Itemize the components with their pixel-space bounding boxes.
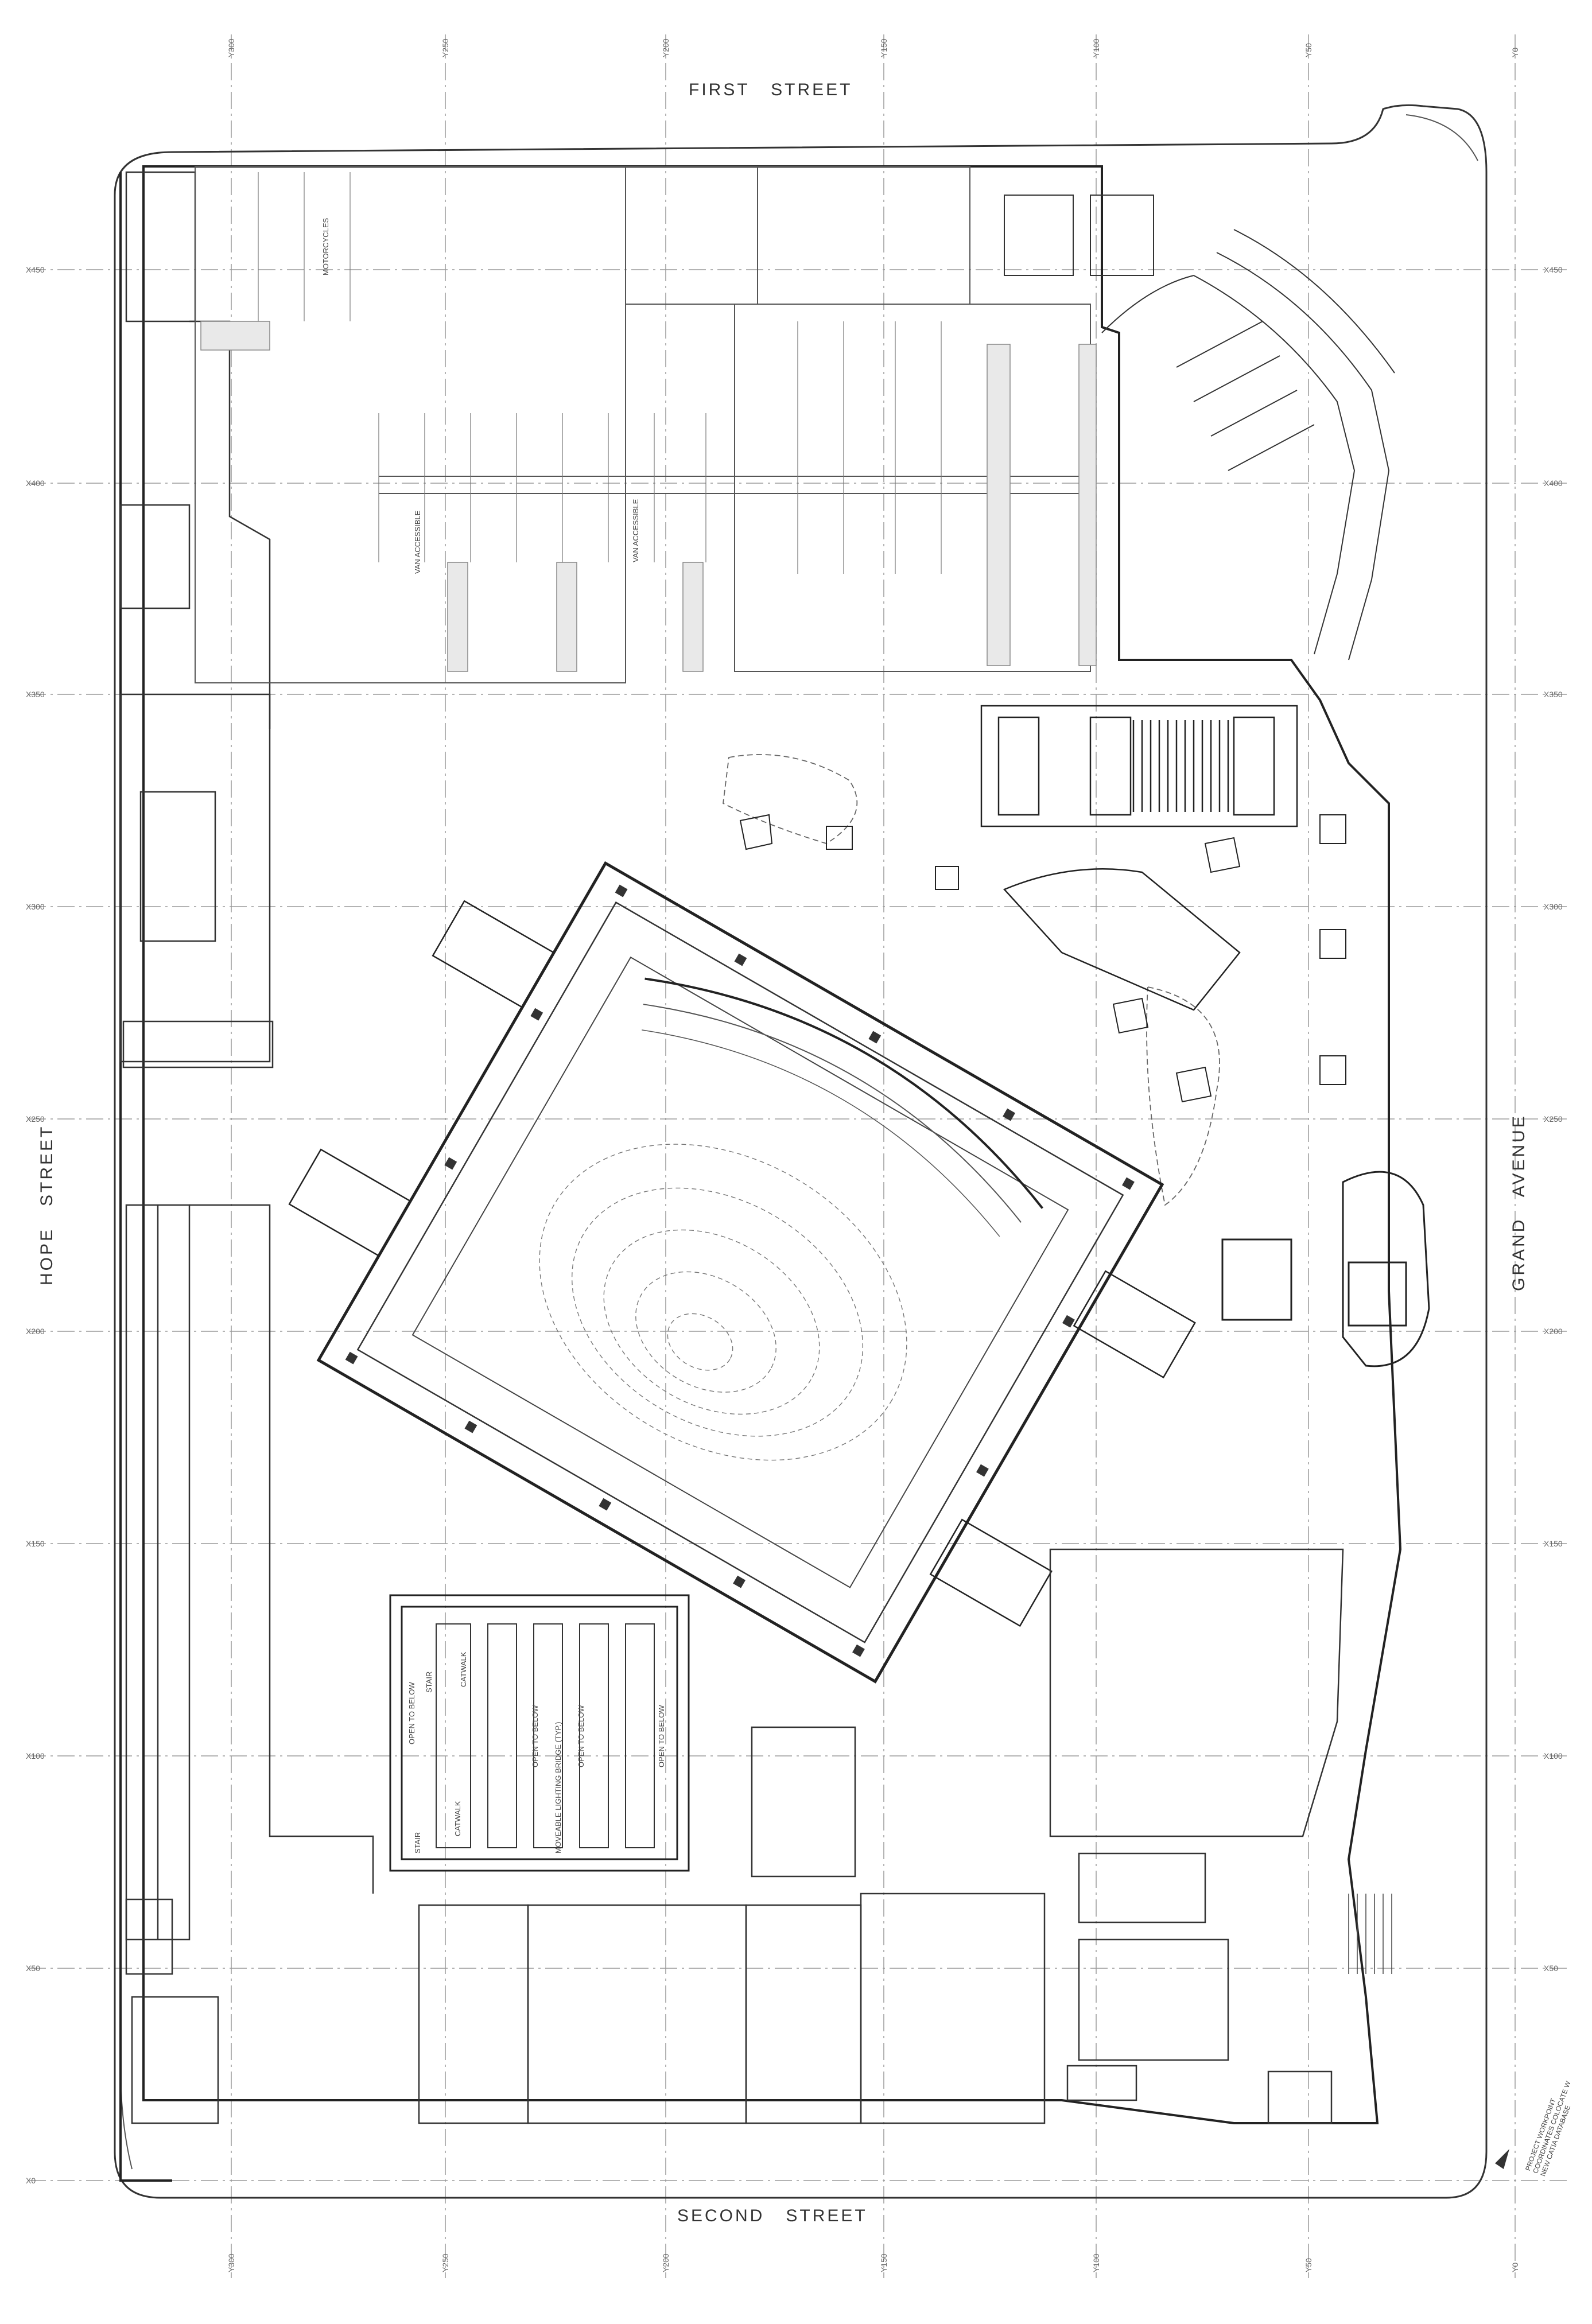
northeast-curved-terrace: [1004, 195, 1395, 660]
room-label-motorcycles: MOTORCYCLES: [321, 217, 330, 275]
grid-label: X150: [1544, 1539, 1563, 1548]
room-label-open-below: OPEN TO BELOW: [577, 1705, 585, 1767]
room-label-open-below: OPEN TO BELOW: [657, 1705, 666, 1767]
room-label-van-accessible: VAN ACCESSIBLE: [631, 499, 640, 562]
grid-label: Y50: [1304, 43, 1313, 57]
parking-hatches: [200, 321, 1097, 672]
north-arrow: [1495, 2149, 1509, 2169]
grid-label: Y150: [879, 38, 888, 57]
street-label-west: HOPE STREET: [37, 1124, 56, 1285]
grid-label: Y100: [1092, 2253, 1101, 2272]
grid-label: X300: [26, 902, 45, 911]
grid-label: X200: [1544, 1327, 1563, 1336]
grid-label: Y100: [1092, 38, 1101, 57]
grid-label: X400: [26, 479, 45, 488]
lobby-columns: [739, 814, 1346, 1103]
grid-label: X400: [1544, 479, 1563, 488]
room-label-stair: STAIR: [425, 1671, 433, 1693]
grid-label: X100: [1544, 1751, 1563, 1761]
southeast-stair: [1348, 1894, 1392, 1974]
parking-area: [195, 166, 1091, 683]
escalator-block: [980, 705, 1298, 1011]
grid-label: Y0: [1511, 47, 1520, 57]
west-core: [119, 171, 374, 2124]
grid-label: Y250: [441, 2253, 450, 2272]
parking-stalls: [258, 172, 942, 574]
room-label-open-below: OPEN TO BELOW: [407, 1682, 416, 1744]
grid-label: X300: [1544, 902, 1563, 911]
grid-label: X450: [26, 265, 45, 274]
site-boundary: [114, 104, 1488, 2199]
room-label-stair: STAIR: [413, 1832, 422, 1853]
room-label-catwalk: CATWALK: [459, 1651, 468, 1687]
room-label-van-accessible: VAN ACCESSIBLE: [413, 510, 422, 574]
grid-label: X350: [26, 690, 45, 699]
grid-label: Y300: [227, 2253, 236, 2272]
grid-label: Y300: [227, 38, 236, 57]
lobby-free-form: [723, 754, 1220, 1206]
grid-label: X0: [26, 2176, 36, 2185]
grid-lines: [29, 34, 1567, 2278]
grid-label: X150: [26, 1539, 45, 1548]
grid-label: X250: [1544, 1114, 1563, 1124]
room-label-lighting-bridge: MOVEABLE LIGHTING BRIDGE (TYP.): [554, 1721, 562, 1853]
street-label-south: SECOND STREET: [677, 2206, 868, 2225]
grid-label: X100: [26, 1751, 45, 1761]
grid-label: X450: [1544, 265, 1563, 274]
grid-label: X50: [26, 1964, 40, 1973]
south-rooms: [418, 1548, 1344, 2124]
grid-label: X200: [26, 1327, 45, 1336]
building-walls: [119, 165, 1402, 2182]
stage-house: [389, 1594, 690, 1872]
street-label-north: FIRST STREET: [689, 80, 853, 99]
grid-label: Y0: [1511, 2262, 1520, 2272]
auditorium: [288, 861, 1196, 1684]
grid-label: Y50: [1304, 2258, 1313, 2272]
room-label-catwalk: CATWALK: [453, 1801, 462, 1836]
grid-label: Y200: [661, 38, 670, 57]
room-label-open-below: OPEN TO BELOW: [531, 1705, 539, 1767]
grid-label: X50: [1544, 1964, 1558, 1973]
grid-label: Y150: [879, 2253, 888, 2272]
street-label-east: GRAND AVENUE: [1509, 1114, 1528, 1291]
grid-label: X350: [1544, 690, 1563, 699]
east-elevator-drum: [1221, 1171, 1430, 1367]
grid-label: X250: [26, 1114, 45, 1124]
grid-label: Y200: [661, 2253, 670, 2272]
grid-label: Y250: [441, 38, 450, 57]
